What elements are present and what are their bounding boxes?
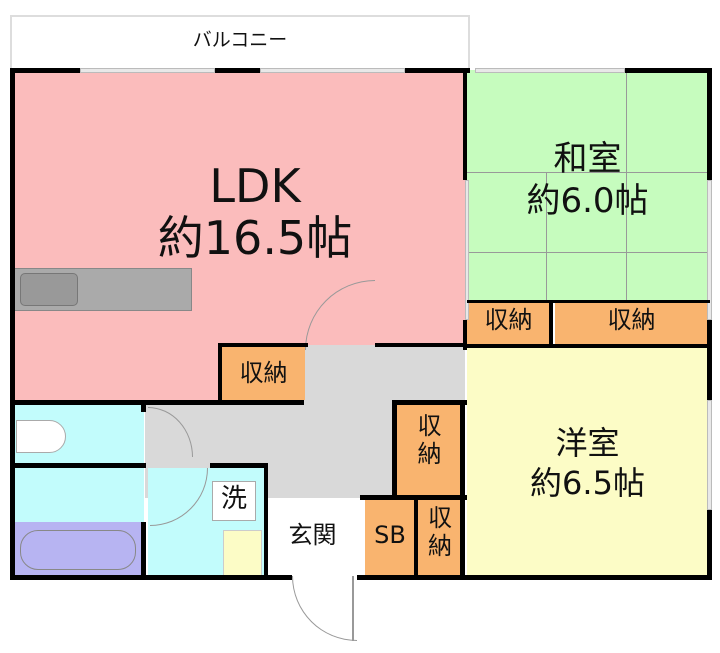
ldk-size: 約16.5帖: [157, 211, 353, 265]
storage-label-vertical: 収 納: [417, 412, 442, 468]
wall: [141, 522, 146, 578]
wall: [10, 68, 15, 580]
wall: [707, 68, 712, 180]
storage-label: 収納: [484, 306, 533, 334]
wall: [12, 400, 304, 405]
wall: [467, 344, 710, 348]
wall: [414, 495, 418, 577]
wall: [210, 463, 268, 468]
wall: [625, 68, 712, 73]
tatami-lines: [467, 172, 710, 332]
hallway: [305, 345, 465, 405]
storage-label: 収納: [239, 359, 288, 387]
shoe-box: [365, 500, 415, 575]
wall: [392, 400, 397, 498]
kitchen-sink: [20, 273, 78, 306]
wall: [10, 575, 292, 580]
wall: [460, 400, 465, 578]
storage-label: 収納: [607, 306, 656, 334]
washing-machine-place: [212, 481, 256, 521]
shoe-box-label: SB: [374, 521, 406, 549]
wall: [549, 300, 553, 345]
storage-closet: [222, 347, 305, 400]
window: [465, 180, 469, 320]
wall: [375, 343, 467, 347]
window: [260, 68, 405, 73]
storage-closet: [397, 405, 462, 495]
ldk-room-lower: [12, 345, 222, 402]
tatami-lines: [467, 70, 627, 302]
wall: [12, 463, 146, 468]
washitsu-name: 和室: [553, 139, 622, 179]
window: [707, 400, 712, 510]
wall: [215, 68, 260, 73]
wall: [264, 463, 268, 578]
storage-closet: [418, 500, 462, 575]
washitsu-size: 約6.0帖: [526, 181, 649, 221]
wall: [405, 68, 470, 73]
window: [707, 180, 712, 320]
bathtub-icon: [20, 530, 136, 570]
entrance-door: [352, 576, 354, 641]
window: [475, 68, 625, 73]
entrance-door-swing: [292, 576, 357, 641]
wall: [467, 300, 710, 303]
wall: [707, 320, 712, 400]
storage-closet: [467, 302, 550, 345]
toilet-icon: [16, 420, 66, 453]
wall: [360, 495, 467, 500]
entrance-label: 玄関: [288, 521, 337, 549]
yoshitsu-room: [467, 348, 710, 576]
wall: [463, 320, 467, 350]
washitsu-room: [467, 70, 710, 302]
yoshitsu-size: 約6.5帖: [530, 464, 645, 502]
wall: [141, 400, 146, 412]
wall: [357, 575, 712, 580]
entrance: [268, 498, 363, 576]
wall: [463, 68, 467, 180]
wash-basin: [223, 530, 262, 576]
ldk-name: LDK: [209, 159, 301, 213]
wall: [707, 510, 712, 580]
wall: [218, 343, 222, 403]
wall: [10, 68, 80, 73]
yoshitsu-name: 洋室: [555, 424, 620, 462]
balcony-label: バルコニー: [192, 29, 288, 51]
tatami-lines: [467, 252, 710, 253]
washroom-label: 洗: [220, 484, 247, 514]
window: [80, 68, 215, 73]
wall: [218, 343, 308, 347]
storage-label-vertical: 収 納: [428, 504, 452, 560]
storage-closet: [555, 302, 708, 345]
wall: [392, 400, 467, 405]
